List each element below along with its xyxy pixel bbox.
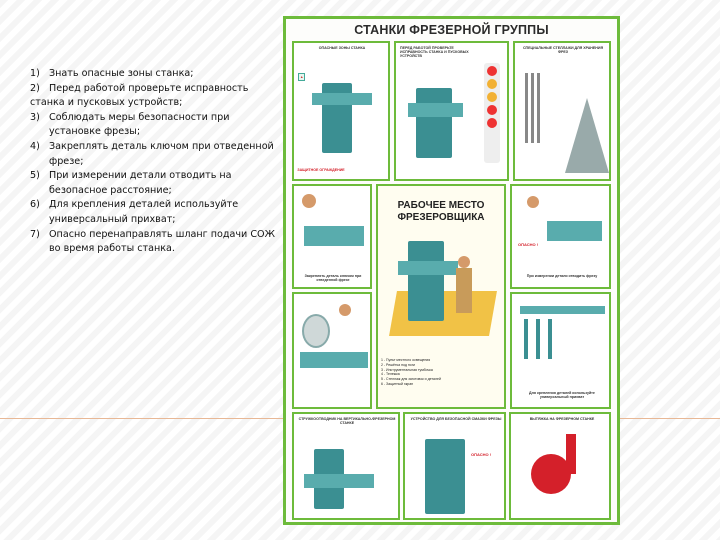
panel-caption: Закреплять деталь ключом при отведенной … (304, 274, 362, 283)
panel-lubrication: УСТРОЙСТВО ДЛЯ БЕЗОПАСНОЙ СМАЗКИ ФРЕЗЫ О… (403, 412, 506, 520)
panel-caption: СТРУЖКООТВОДНИК НА ВЕРТИКАЛЬНО-ФРЕЗЕРНОМ… (298, 417, 396, 426)
danger-tag: ▲ (298, 73, 306, 81)
control-panel-image (484, 63, 500, 163)
panel-caption: ВЫТЯЖКА НА ФРЕЗЕРНОМ СТАНКЕ (529, 417, 595, 421)
worker-image (302, 194, 316, 208)
machine-table-image (300, 352, 368, 368)
workplace-title: РАБОЧЕЕ МЕСТО (397, 200, 485, 211)
panel-extraction: ВЫТЯЖКА НА ФРЕЗЕРНОМ СТАНКЕ (509, 412, 611, 520)
panel-check-machine: ПЕРЕД РАБОТОЙ ПРОВЕРЬТЕ ИСПРАВНОСТЬ СТАН… (394, 41, 509, 181)
machine-table-image (304, 226, 364, 246)
machine-table-image (408, 103, 463, 117)
warning-label: ОПАСНО ! (471, 452, 492, 457)
machine-table-image (398, 261, 458, 275)
milling-machine-image (416, 88, 452, 158)
list-item: 2)Перед работой проверьте исправность (30, 82, 249, 94)
list-item: 1)Знать опасные зоны станка; (30, 68, 194, 79)
poster-title: СТАНКИ ФРЕЗЕРНОЙ ГРУППЫ (354, 23, 549, 37)
panel-caption: ПЕРЕД РАБОТОЙ ПРОВЕРЬТЕ ИСПРАВНОСТЬ СТАН… (400, 46, 469, 59)
clamp-bar-image (520, 306, 605, 314)
panel-danger-zones: ОПАСНЫЕ ЗОНЫ СТАНКА ▲ ЗАЩИТНОЕ ОГРАЖДЕНИ… (292, 41, 390, 181)
safety-poster: СТАНКИ ФРЕЗЕРНОЙ ГРУППЫ ОПАСНЫЕ ЗОНЫ СТА… (283, 16, 620, 525)
panel-caption: СПЕЦИАЛЬНЫЕ СТЕЛЛАЖИ ДЛЯ ХРАНЕНИЯ ФРЕЗ (522, 46, 604, 55)
workplace-title: ФРЕЗЕРОВЩИКА (397, 212, 485, 223)
list-item: 5)При измерении детали отводить на безоп… (30, 170, 232, 196)
list-item: 6)Для крепления деталей используйте унив… (30, 199, 239, 225)
worker-image (458, 256, 470, 268)
panel-caption: ОПАСНЫЕ ЗОНЫ СТАНКА (318, 46, 366, 50)
list-item: станка и пусковых устройств; (30, 97, 183, 109)
machine-table-image (304, 474, 374, 488)
list-item: 3) Соблюдать меры безопасности при устан… (30, 111, 230, 138)
panel-workplace: РАБОЧЕЕ МЕСТО ФРЕЗЕРОВЩИКА 1 - Пульт мес… (376, 184, 506, 409)
panel-chips: СТРУЖКООТВОДНИК НА ВЕРТИКАЛЬНО-ФРЕЗЕРНОМ… (292, 412, 400, 520)
panel-measure: ОПАСНО ! При измерении детали отводить ф… (510, 184, 611, 289)
panel-caption: При измерении детали отводить фрезу (526, 274, 598, 278)
panel-clamp: Для крепления деталей используйте универ… (510, 292, 611, 409)
safety-rules-list: 1)Знать опасные зоны станка; 2)Перед раб… (30, 67, 275, 257)
panel-caption: Для крепления деталей используйте универ… (529, 391, 595, 400)
workplace-legend: 1 - Пульт местного освещения 2 - Решётка… (381, 358, 441, 386)
machine-table-image (547, 221, 602, 241)
milling-machine-image (408, 241, 444, 321)
list-item: 7)Опасно перенаправлять шланг подачи СОЖ… (30, 228, 275, 255)
milling-machine-image (425, 439, 465, 514)
warning-label: ОПАСНО ! (518, 242, 539, 247)
worker-body-image (456, 268, 472, 313)
machine-table-image (312, 93, 372, 105)
panel-racks: СПЕЦИАЛЬНЫЕ СТЕЛЛАЖИ ДЛЯ ХРАНЕНИЯ ФРЕЗ (513, 41, 611, 181)
panel-caption: УСТРОЙСТВО ДЛЯ БЕЗОПАСНОЙ СМАЗКИ ФРЕЗЫ (410, 417, 502, 421)
panel-caption: ЗАЩИТНОЕ ОГРАЖДЕНИЕ (297, 168, 345, 172)
list-item: 4) Закреплять деталь ключом при отведенн… (30, 140, 274, 167)
panel-guard (292, 292, 372, 409)
panel-fix-part: Закреплять деталь ключом при отведенной … (292, 184, 372, 289)
